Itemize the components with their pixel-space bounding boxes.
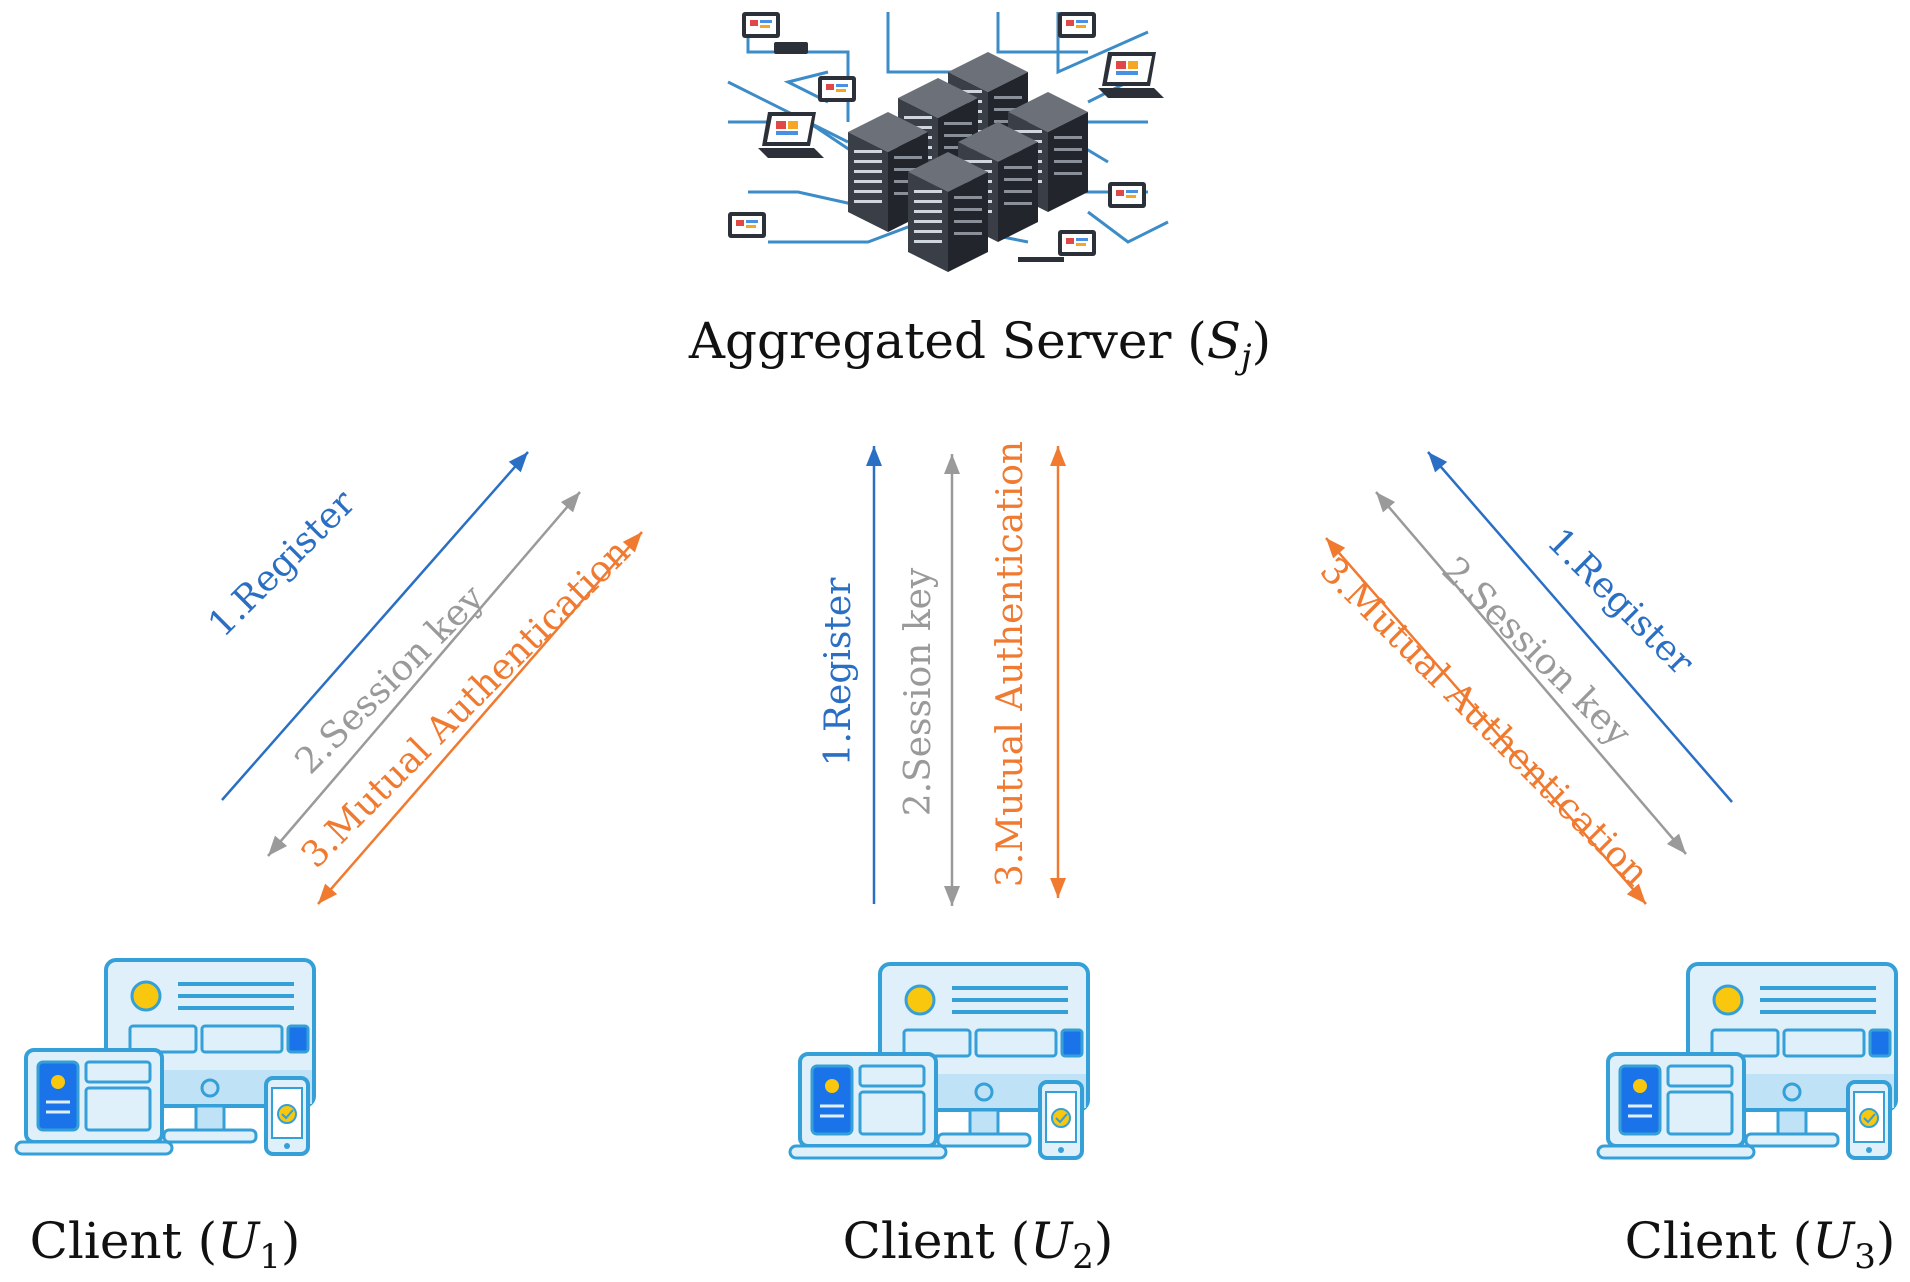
server-caption: Aggregated Server (Sj) bbox=[688, 312, 1271, 377]
label-mutual-auth-u2: 3.Mutual Authentication bbox=[990, 441, 1031, 887]
arrow-session-key-u3 bbox=[1375, 491, 1687, 855]
peripheral-devices bbox=[728, 12, 1164, 262]
client-u2-devices-icon bbox=[788, 962, 1090, 1160]
client-u1-caption: Client (U1) bbox=[30, 1212, 301, 1277]
arrow-register-u2 bbox=[866, 446, 882, 904]
arrow-mutual-auth-u3 bbox=[1325, 537, 1647, 905]
message-arrows bbox=[221, 446, 1733, 906]
arrow-session-key-u2 bbox=[944, 454, 960, 906]
rack-servers bbox=[848, 52, 1088, 272]
arrow-session-key-u1 bbox=[267, 491, 581, 857]
label-register-u2: 1.Register bbox=[818, 577, 859, 767]
label-session-key-u2: 2.Session key bbox=[898, 567, 939, 816]
arrow-register-u1 bbox=[221, 451, 529, 801]
label-register-u1: 1.Register bbox=[201, 482, 364, 645]
client-u3-caption: Client (U3) bbox=[1625, 1212, 1896, 1277]
client-u2-caption: Client (U2) bbox=[843, 1212, 1114, 1277]
arrow-register-u3 bbox=[1427, 451, 1733, 803]
client-u3-devices-icon bbox=[1596, 962, 1898, 1160]
arrow-mutual-auth-u1 bbox=[317, 531, 643, 905]
client-u1-devices-icon bbox=[14, 958, 316, 1156]
server-network-illustration bbox=[727, 12, 1169, 272]
arrow-mutual-auth-u2 bbox=[1050, 446, 1066, 898]
